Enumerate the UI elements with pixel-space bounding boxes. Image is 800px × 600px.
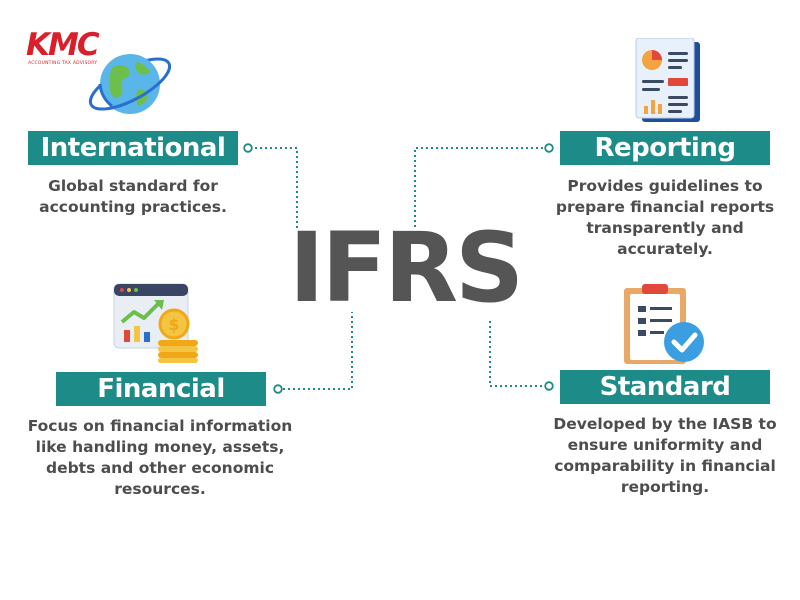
reporting-banner: Reporting [560,131,770,165]
connector-reporting [414,147,548,228]
reporting-description: Provides guidelines to prepare financial… [555,177,775,258]
connector-dot-reporting [544,143,554,153]
connector-international [250,147,298,228]
connector-standard [489,320,547,387]
connector-financial [283,312,353,390]
clipboard-check-icon [624,284,704,364]
international-banner: International [28,131,238,165]
report-document-icon [635,38,700,122]
financial-banner: Financial [56,372,266,406]
logo-tagline: ACCOUNTING TAX ADVISORY [28,61,98,66]
logo-text: KMC [26,27,100,63]
standard-description: Developed by the IASB to ensure uniformi… [553,415,777,496]
connector-dot-international [243,143,253,153]
connector-dot-standard [544,381,554,391]
globe-icon [88,54,172,114]
financial-chart-coins-icon: $ [113,283,198,363]
connector-dot-financial [273,384,283,394]
financial-description: Focus on financial information like hand… [27,417,293,498]
standard-banner: Standard [560,370,770,404]
kmc-logo: KMC ACCOUNTING TAX ADVISORY [26,28,146,68]
svg-text:$: $ [168,315,179,334]
international-description: Global standard for accounting practices… [39,177,227,216]
center-title: IFRS [288,212,524,324]
